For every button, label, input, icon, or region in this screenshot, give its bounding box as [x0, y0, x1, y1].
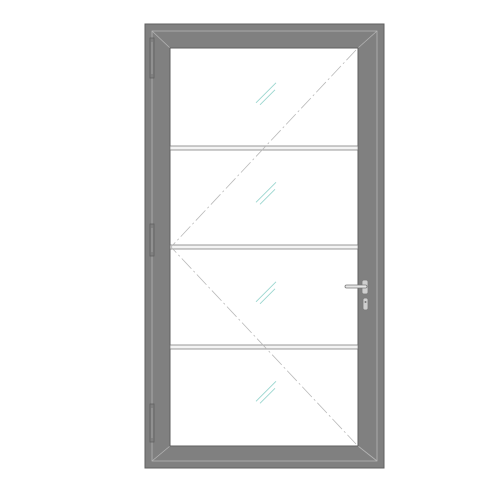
handle-lever [344, 284, 368, 289]
glass-mark-1b [259, 89, 276, 106]
hinges [149, 37, 155, 443]
lock-escutcheon [362, 297, 369, 311]
frame-miter-tl [151, 30, 171, 49]
keyhole [364, 301, 367, 303]
glass-reflection-marks [255, 82, 277, 404]
glass-mark-3b [259, 288, 276, 305]
frame-miter-bl [151, 445, 171, 462]
opening-chevron [170, 49, 357, 445]
frame-miter-tr [357, 30, 378, 49]
glass-mark-2b [259, 188, 276, 205]
glass-mark-3a [255, 281, 277, 303]
door-handle [344, 279, 369, 311]
glass-mark-4a [255, 380, 277, 402]
glazing-bar-2 [169, 244, 359, 250]
opening-direction-lines [170, 49, 357, 445]
frame-miter-br [357, 445, 378, 462]
glass-mark-1a [255, 82, 277, 104]
glazing-bar-3 [169, 344, 359, 350]
glass-mark-4b [259, 387, 276, 404]
glass-mark-2a [255, 181, 277, 203]
